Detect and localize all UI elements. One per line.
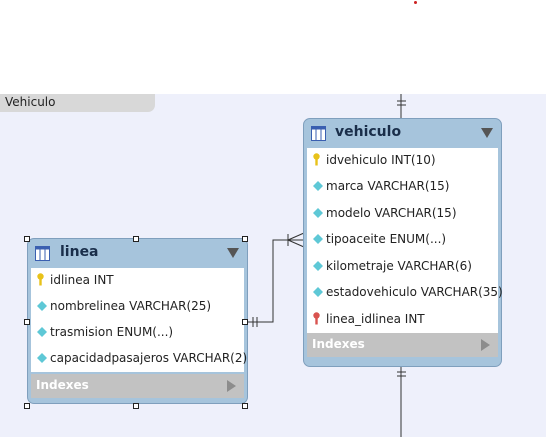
resize-handle[interactable]	[24, 236, 30, 242]
primary-key-icon	[313, 153, 320, 166]
resize-handle[interactable]	[24, 319, 30, 325]
resize-handle[interactable]	[24, 403, 30, 409]
columns-list: idvehiculo INT(10) marca VARCHAR(15) mod…	[307, 148, 503, 334]
layer-name: Vehiculo	[5, 95, 56, 109]
collapse-arrow-icon[interactable]	[481, 128, 493, 138]
table-vehiculo[interactable]: vehiculo idvehiculo INT(10) marca VARCHA…	[303, 118, 503, 367]
column-diamond-icon	[37, 301, 47, 311]
marker-dot	[414, 1, 417, 4]
resize-handle[interactable]	[242, 319, 248, 325]
column-diamond-icon	[37, 327, 47, 337]
indexes-bar[interactable]: Indexes	[31, 374, 244, 398]
column-diamond-icon	[313, 287, 323, 297]
primary-key-icon	[37, 273, 44, 286]
resize-handle[interactable]	[133, 236, 139, 242]
table-icon	[311, 126, 326, 141]
diagram-canvas-top	[0, 0, 546, 94]
table-linea[interactable]: linea idlinea INT nombrelinea VARCHAR(25…	[27, 238, 248, 404]
resize-handle[interactable]	[242, 236, 248, 242]
column-diamond-icon	[313, 261, 323, 271]
layer-tab[interactable]: Vehiculo	[0, 94, 155, 112]
foreign-key-icon	[313, 312, 320, 325]
indexes-bar[interactable]: Indexes	[307, 333, 498, 357]
table-name: vehiculo	[335, 124, 402, 140]
column-diamond-icon	[313, 208, 323, 218]
resize-handle[interactable]	[242, 403, 248, 409]
collapse-arrow-icon[interactable]	[227, 248, 239, 258]
table-header[interactable]: linea	[28, 239, 247, 268]
expand-arrow-icon[interactable]	[481, 339, 490, 351]
indexes-label: Indexes	[312, 337, 365, 351]
table-name: linea	[60, 244, 99, 260]
indexes-label: Indexes	[36, 378, 89, 392]
columns-list: idlinea INT nombrelinea VARCHAR(25) tras…	[31, 268, 247, 372]
resize-handle[interactable]	[133, 403, 139, 409]
table-header[interactable]: vehiculo	[304, 119, 501, 148]
table-icon	[35, 246, 50, 261]
column-diamond-icon	[313, 234, 323, 244]
expand-arrow-icon[interactable]	[227, 380, 236, 392]
column-diamond-icon	[313, 181, 323, 191]
column-diamond-icon	[37, 353, 47, 363]
